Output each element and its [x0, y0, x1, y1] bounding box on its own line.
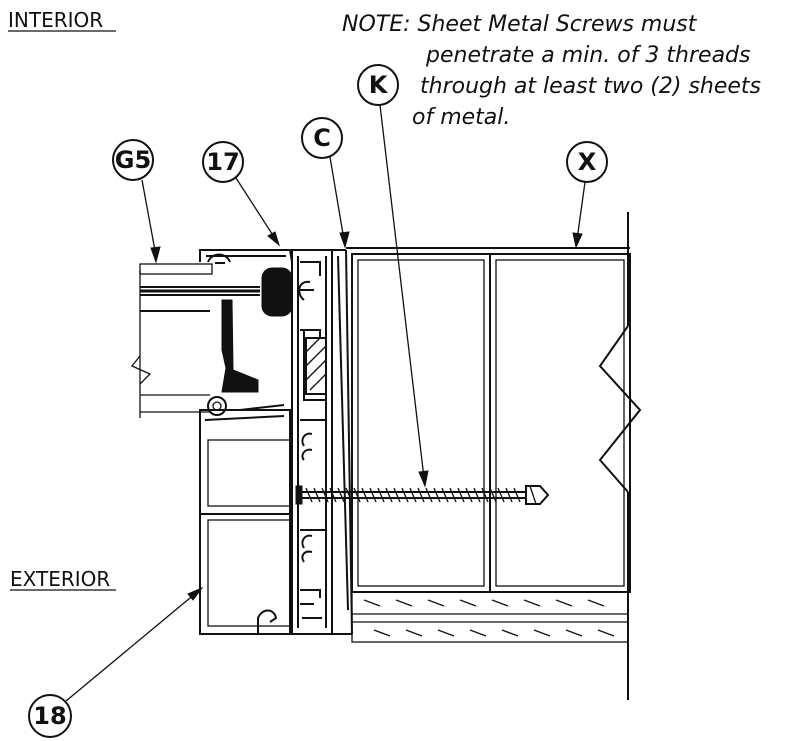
- frame-member-18: [199, 396, 291, 635]
- insulated-glass-unit: [130, 263, 293, 418]
- callout-x: X: [566, 141, 608, 249]
- glazing-gasket-dark: [261, 267, 293, 317]
- callout-x-leader: [576, 181, 586, 241]
- screw-threads: [305, 487, 521, 503]
- callout-k-leader: [379, 104, 425, 479]
- screw-drill-tip: [525, 485, 550, 505]
- exterior-label: EXTERIOR: [10, 567, 110, 591]
- callout-18-leader: [65, 592, 197, 702]
- glass-break-line: [130, 355, 152, 385]
- callout-18-text: 18: [33, 702, 66, 730]
- substrate-x: [346, 212, 642, 700]
- callout-g5-leader: [141, 179, 157, 257]
- callout-18-arrowhead: [187, 586, 204, 601]
- callout-g5-text: G5: [115, 146, 151, 174]
- anchor-clip-c: [291, 249, 353, 635]
- note-line-1: NOTE: Sheet Metal Screws must: [342, 12, 698, 37]
- callout-17-circle: [202, 141, 244, 183]
- callout-k-arrowhead: [418, 470, 429, 488]
- screw-note: NOTE: Sheet Metal Screws must penetrate …: [342, 12, 761, 130]
- callout-c-circle: [301, 117, 343, 159]
- note-line-2: penetrate a min. of 3 threads: [425, 43, 750, 68]
- callout-k-circle: [357, 64, 399, 106]
- callout-17-leader: [235, 177, 277, 241]
- callout-c-leader: [329, 156, 345, 241]
- note-line-4: of metal.: [412, 105, 510, 130]
- callout-x-arrowhead: [572, 232, 583, 249]
- callout-k: K: [357, 64, 429, 488]
- callout-c: C: [301, 117, 350, 249]
- callout-c-text: C: [313, 124, 331, 152]
- callout-c-arrowhead: [339, 231, 350, 249]
- callout-g5: G5: [112, 139, 161, 264]
- note-line-3: through at least two (2) sheets: [420, 74, 761, 99]
- callout-g5-circle: [112, 139, 154, 181]
- callout-x-circle: [566, 141, 608, 183]
- sheet-metal-screw: [295, 485, 550, 505]
- glass-spacer: [221, 299, 259, 393]
- callout-x-text: X: [578, 148, 597, 176]
- callout-17: 17: [202, 141, 280, 247]
- callout-18: 18: [28, 586, 204, 738]
- callout-k-text: K: [369, 71, 389, 99]
- wall-break-line: [598, 325, 642, 493]
- interior-label: INTERIOR: [8, 8, 103, 32]
- insulation-hatch: [363, 599, 615, 637]
- callout-18-circle: [28, 694, 72, 738]
- callout-g5-arrowhead: [150, 246, 161, 264]
- callout-17-arrowhead: [267, 231, 280, 247]
- callout-17-text: 17: [206, 148, 239, 176]
